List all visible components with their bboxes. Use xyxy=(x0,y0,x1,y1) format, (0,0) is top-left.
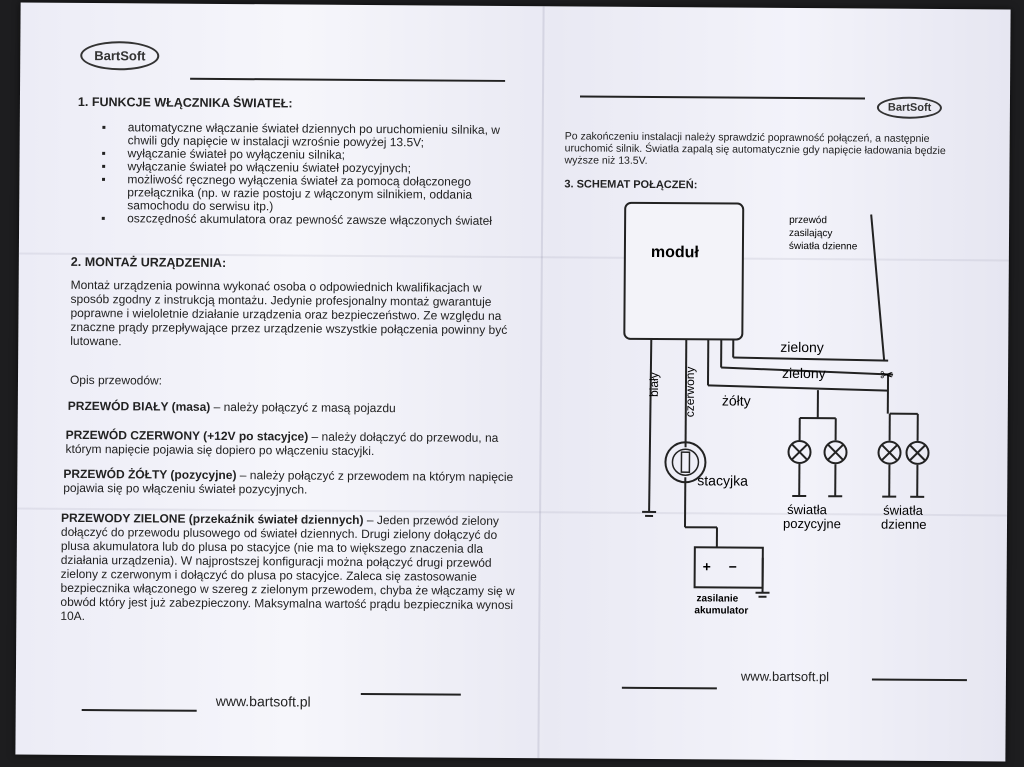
wire-white-label: biały xyxy=(647,372,661,397)
position-lights-label: pozycyjne xyxy=(783,516,841,531)
supply-note: przewód xyxy=(789,215,827,226)
lamp-icon xyxy=(787,440,930,465)
footer-url: www.bartsoft.pl xyxy=(740,668,830,685)
wire-lines xyxy=(648,338,919,593)
module-box xyxy=(623,201,745,341)
wiring-diagram: moduł przewód zasilający światła dzienne xyxy=(623,201,930,617)
scissors-icon: ✂ xyxy=(880,368,894,385)
daytime-lights-label: światła xyxy=(883,503,924,518)
wire-green-label: zielony xyxy=(782,365,826,381)
wire-red-label: czerwony xyxy=(683,366,697,417)
daytime-lights-label: dzienne xyxy=(881,517,927,532)
battery-label: akumulator xyxy=(694,605,748,616)
battery-icon xyxy=(693,546,764,589)
supply-wire xyxy=(870,214,886,361)
wire-yellow-label: żółty xyxy=(722,392,751,408)
wire-green-label: zielony xyxy=(780,339,824,355)
ground-icon xyxy=(642,494,925,598)
battery-plus-icon: + xyxy=(703,558,711,574)
ignition-icon xyxy=(671,448,700,476)
module-label: moduł xyxy=(651,244,700,261)
supply-note: zasilający xyxy=(789,228,832,239)
instruction-sheet: BartSoft 1. FUNKCJE WŁĄCZNIKA ŚWIATEŁ: a… xyxy=(15,2,1011,762)
ignition-icon xyxy=(664,441,707,484)
battery-label: zasilanie xyxy=(696,593,738,604)
ignition-icon xyxy=(680,451,691,473)
ignition-label: stacyjka xyxy=(697,472,748,488)
position-lights-label: światła xyxy=(787,502,828,517)
battery-minus-icon: − xyxy=(729,559,737,575)
supply-note: światła dzienne xyxy=(789,241,858,252)
